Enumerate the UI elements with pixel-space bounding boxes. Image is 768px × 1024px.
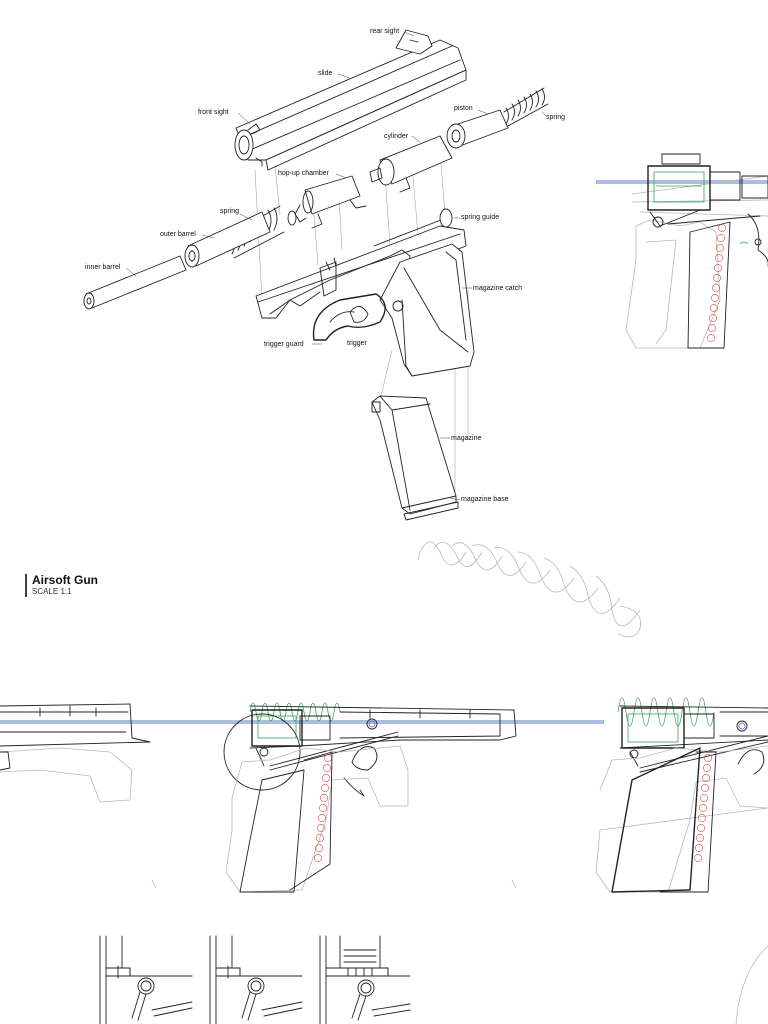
part-labels: rear sight slide front sight piston spri… [85,28,565,503]
label-magazine: magazine [451,435,481,442]
rear-sight-part [395,29,433,55]
section-view-left [0,703,151,803]
detail-frame-2 [209,935,303,1024]
label-slide: slide [318,70,333,77]
title-block: Airsoft Gun SCALE 1:1 [25,573,98,597]
detail-frame-1 [99,935,193,1024]
section-view-middle [150,702,604,893]
rear-spring-part [503,87,549,127]
drawing-scale: SCALE 1:1 [32,587,72,596]
label-magazine-catch: magazine catch [473,285,522,292]
inner-barrel-part [83,255,187,310]
label-trigger: trigger [347,340,368,347]
label-front-sight: front sight [198,109,229,116]
label-trigger-guard: trigger guard [264,341,304,348]
label-spring-front: spring [220,208,239,215]
label-rear-sight: rear sight [370,28,399,35]
detail-frame-3 [319,935,411,1024]
detail-sequence [99,935,768,1024]
section-view-right-top [596,153,768,349]
frame-part [255,225,475,377]
label-outer-barrel: outer barrel [160,231,196,238]
exploded-view: rear sight slide front sight piston spri… [83,28,565,521]
hopup-part [294,175,367,229]
drawing-title: Airsoft Gun [32,573,98,587]
label-piston: piston [454,105,473,112]
label-spring-guide: spring guide [461,214,499,221]
label-spring-rear: spring [546,114,565,121]
label-inner-barrel: inner barrel [85,264,121,271]
piston-part [446,109,509,149]
slide-part [234,39,467,171]
magazine-part [371,395,459,521]
label-hopup-chamber: hop-up chamber [278,170,330,177]
outer-barrel-part [184,211,271,268]
detail-circle-fragment [735,945,768,1024]
label-cylinder: cylinder [384,133,409,140]
cylinder-part [369,135,453,193]
spring-detail [417,541,641,638]
section-view-right-bottom [595,697,768,893]
label-magazine-base: magazine base [461,496,509,503]
